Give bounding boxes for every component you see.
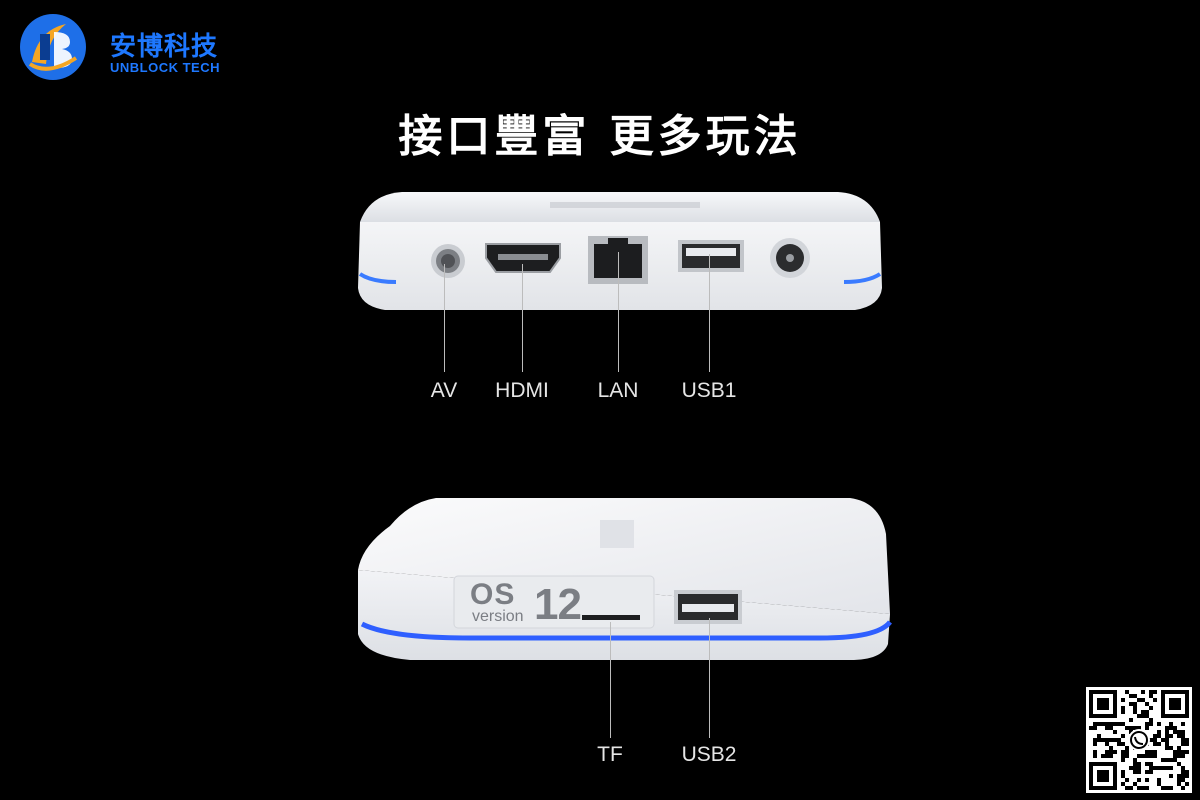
os-badge-version: version (472, 608, 524, 625)
tf-label: TF (597, 743, 623, 766)
av-leader-line (444, 264, 445, 372)
os-badge-number: 12 (534, 580, 582, 629)
hdmi-label: HDMI (495, 379, 549, 402)
headline: 接口豐富 更多玩法 (398, 111, 802, 162)
lan-leader-line (618, 252, 619, 372)
tf-slot (582, 615, 640, 620)
dc-power-port (770, 238, 810, 278)
os-badge-os: OS (470, 578, 516, 611)
tf-leader-line (610, 622, 611, 738)
brand-name-cn: 安博科技 (110, 32, 219, 62)
device-side-view (358, 498, 892, 660)
lan-label: LAN (597, 379, 639, 402)
usb1-label: USB1 (681, 379, 737, 402)
brand-logo: 安博科技 UNBLOCK TECH (18, 12, 258, 82)
av-port (431, 244, 465, 278)
hdmi-leader-line (522, 264, 523, 372)
usb2-leader-line (709, 618, 710, 738)
usb1-port (678, 240, 744, 272)
qr-code[interactable] (1086, 687, 1192, 793)
whatsapp-icon (1128, 729, 1150, 751)
qr-code-pattern (1089, 690, 1189, 790)
av-label: AV (430, 379, 458, 402)
hdmi-port (485, 243, 561, 273)
usb2-port (674, 590, 742, 624)
brand-name-en: UNBLOCK TECH (110, 60, 220, 75)
device-back-view (358, 192, 882, 310)
usb1-leader-line (709, 254, 710, 372)
brand-logo-mark-icon (20, 14, 86, 80)
os-badge: OS version 12 (470, 578, 630, 630)
usb2-label: USB2 (681, 743, 737, 766)
